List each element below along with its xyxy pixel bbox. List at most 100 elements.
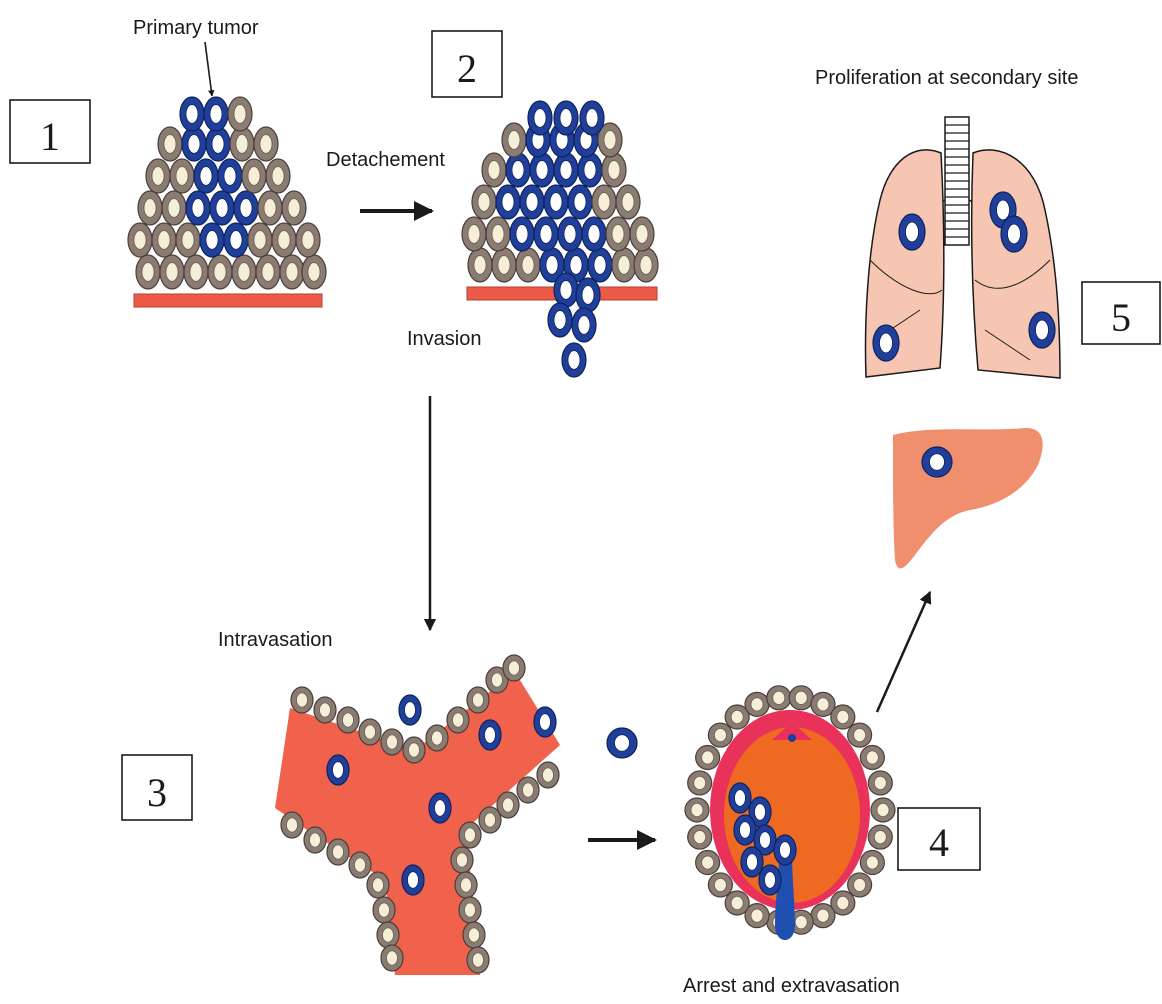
normal-cell bbox=[606, 217, 630, 251]
normal-cell bbox=[230, 127, 254, 161]
step-2-number: 2 bbox=[457, 46, 477, 91]
endothelial-cell bbox=[381, 945, 403, 971]
circulating-tumor-cell bbox=[607, 728, 637, 758]
endothelial-cell bbox=[696, 745, 720, 769]
normal-cell bbox=[128, 223, 152, 257]
circulating-tumor-cell bbox=[607, 728, 637, 758]
normal-cell bbox=[152, 223, 176, 257]
tumor-cell bbox=[528, 101, 552, 135]
arrested-tumor-cell bbox=[734, 815, 756, 845]
tumor-cell-in-vessel bbox=[429, 793, 451, 823]
endothelial-cell bbox=[314, 697, 336, 723]
tumor-cell bbox=[580, 101, 604, 135]
tumor-cell bbox=[224, 223, 248, 257]
endothelial-cell bbox=[463, 922, 485, 948]
endothelial-cell bbox=[455, 872, 477, 898]
endothelial-cell bbox=[467, 947, 489, 973]
endothelial-cell bbox=[403, 737, 425, 763]
normal-cell bbox=[630, 217, 654, 251]
normal-cell bbox=[208, 255, 232, 289]
tumor-cell-in-vessel bbox=[327, 755, 349, 785]
endothelial-cell bbox=[745, 692, 769, 716]
tumor-cell bbox=[180, 97, 204, 131]
endothelial-cell bbox=[467, 687, 489, 713]
endothelial-cell bbox=[811, 904, 835, 928]
tumor-cell bbox=[204, 97, 228, 131]
normal-cell bbox=[482, 153, 506, 187]
normal-cell bbox=[242, 159, 266, 193]
normal-cell bbox=[462, 217, 486, 251]
invading-tumor-cell bbox=[562, 343, 586, 377]
normal-cell bbox=[602, 153, 626, 187]
endothelial-cell bbox=[337, 707, 359, 733]
tumor-cell bbox=[568, 185, 592, 219]
endothelial-cell bbox=[517, 777, 539, 803]
endothelial-cell bbox=[381, 729, 403, 755]
normal-cell bbox=[258, 191, 282, 225]
tumor-cell bbox=[554, 153, 578, 187]
normal-cell bbox=[468, 248, 492, 282]
endothelial-cell bbox=[725, 891, 749, 915]
tumor-cell bbox=[554, 101, 578, 135]
tumor-cell bbox=[534, 217, 558, 251]
normal-cell bbox=[146, 159, 170, 193]
normal-cell bbox=[516, 248, 540, 282]
step-3-blood-vessel bbox=[275, 655, 560, 975]
step-3-number: 3 bbox=[147, 770, 167, 815]
normal-cell bbox=[280, 255, 304, 289]
normal-cell bbox=[158, 127, 182, 161]
endothelial-cell bbox=[479, 807, 501, 833]
lung-metastasis-cell bbox=[899, 214, 925, 250]
arrested-tumor-cell bbox=[741, 847, 763, 877]
endothelial-cell bbox=[848, 723, 872, 747]
normal-cell bbox=[296, 223, 320, 257]
endothelial-cell bbox=[688, 825, 712, 849]
tumor-cell bbox=[506, 153, 530, 187]
normal-cell bbox=[256, 255, 280, 289]
tumor-cell bbox=[194, 159, 218, 193]
normal-cell bbox=[248, 223, 272, 257]
endothelial-cell bbox=[281, 812, 303, 838]
normal-cell bbox=[472, 185, 496, 219]
endothelial-cell bbox=[708, 873, 732, 897]
endothelial-cell bbox=[537, 762, 559, 788]
liver-metastasis-cell bbox=[922, 447, 952, 477]
tumor-cell bbox=[582, 217, 606, 251]
tumor-cell bbox=[182, 127, 206, 161]
arrested-tumor-cell bbox=[759, 865, 781, 895]
tumor-cell bbox=[496, 185, 520, 219]
tumor-cell bbox=[206, 127, 230, 161]
endothelial-cell bbox=[789, 686, 813, 710]
normal-cell bbox=[266, 159, 290, 193]
tumor-cell-in-vessel bbox=[479, 720, 501, 750]
tumor-cell-in-vessel bbox=[402, 865, 424, 895]
detachement-label: Detachement bbox=[326, 149, 445, 171]
endothelial-cell bbox=[767, 686, 791, 710]
normal-cell bbox=[160, 255, 184, 289]
primary-tumor-label: Primary tumor bbox=[133, 17, 259, 39]
endothelial-cell bbox=[447, 707, 469, 733]
tumor-cell bbox=[218, 159, 242, 193]
invading-tumor-cell bbox=[572, 308, 596, 342]
normal-cell bbox=[486, 217, 510, 251]
proliferation-label: Proliferation at secondary site bbox=[815, 67, 1078, 89]
lung-metastasis-cell bbox=[873, 325, 899, 361]
tumor-cell bbox=[578, 153, 602, 187]
liver-shape bbox=[893, 428, 1043, 569]
endothelial-cell bbox=[304, 827, 326, 853]
primary-tumor-pointer bbox=[205, 42, 212, 96]
arrested-tumor-cell bbox=[774, 835, 796, 865]
endothelial-cell bbox=[349, 852, 371, 878]
normal-cell bbox=[612, 248, 636, 282]
liver-metastasis-cell bbox=[922, 447, 952, 477]
tumor-cell-stack-1 bbox=[128, 97, 326, 289]
endothelial-cell bbox=[373, 897, 395, 923]
endothelial-cell bbox=[359, 719, 381, 745]
normal-cell bbox=[136, 255, 160, 289]
normal-cell bbox=[492, 248, 516, 282]
step-2-invasion bbox=[462, 101, 658, 377]
basement-membrane-1 bbox=[134, 294, 322, 307]
lung-metastasis-cell bbox=[1029, 312, 1055, 348]
tumor-cell bbox=[588, 248, 612, 282]
